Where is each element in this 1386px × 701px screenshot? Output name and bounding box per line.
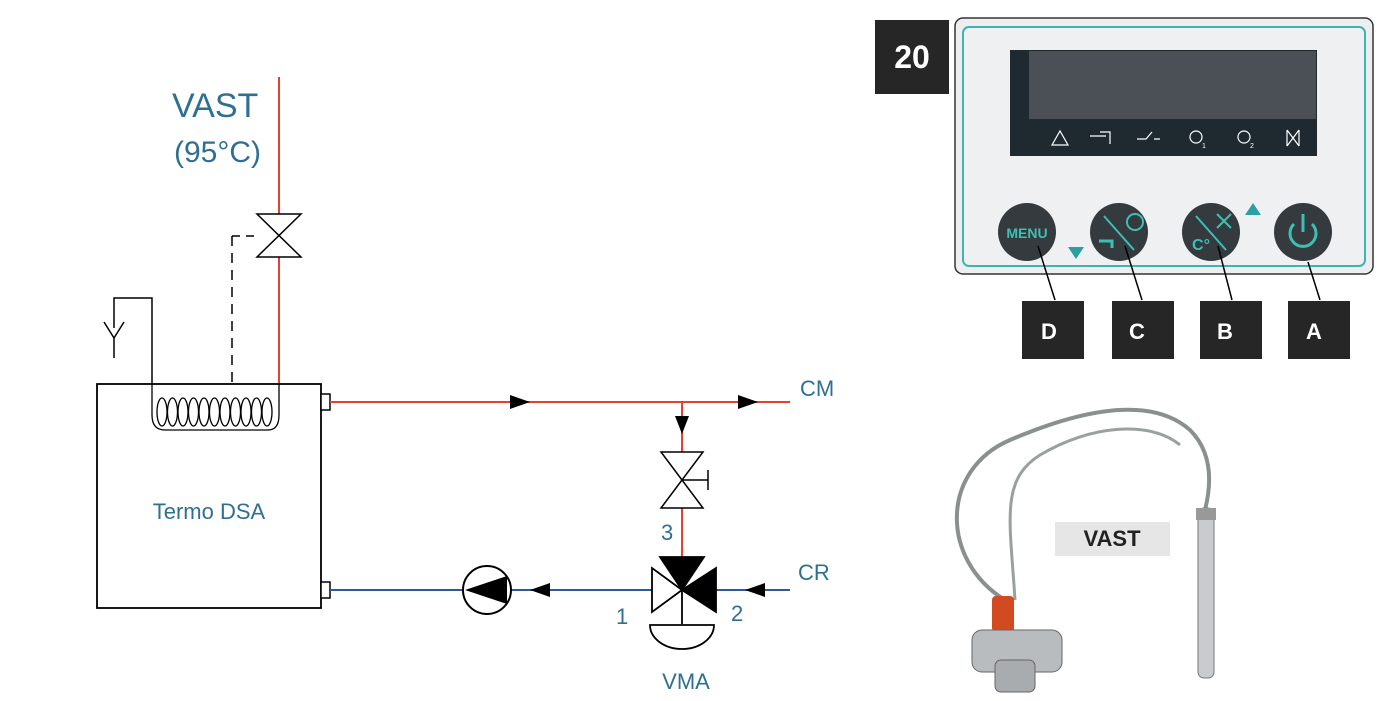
hot-water-line bbox=[330, 395, 790, 409]
heating-coil-icon bbox=[151, 384, 280, 431]
coil-loop bbox=[261, 397, 273, 427]
vast-valve-photo: VAST bbox=[954, 407, 1216, 693]
tap-icon bbox=[1099, 239, 1114, 248]
vast-photo-tag bbox=[1055, 522, 1170, 556]
pump-1-icon bbox=[1189, 130, 1203, 144]
figure-number: 20 bbox=[894, 39, 930, 75]
cr-label: CR bbox=[798, 560, 830, 585]
callout-b-label: B bbox=[1217, 319, 1233, 344]
termo-dsa-tank bbox=[96, 383, 322, 609]
vast-valve-icon bbox=[255, 213, 303, 258]
callout-a: A bbox=[1288, 301, 1350, 359]
valve-icon bbox=[1216, 213, 1232, 229]
menu-button-label: MENU bbox=[1006, 225, 1047, 241]
sensor-probe bbox=[1197, 507, 1215, 679]
pump-1-sub: 1 bbox=[1202, 143, 1206, 150]
pump-icon bbox=[462, 565, 512, 615]
callout-b: B bbox=[1200, 301, 1262, 359]
cold-water-line bbox=[330, 583, 790, 597]
tank-label: Termo DSA bbox=[153, 499, 266, 524]
vast-temp-label: (95°C) bbox=[174, 136, 261, 169]
callout-lines bbox=[1037, 245, 1321, 301]
up-arrow-icon bbox=[1245, 203, 1261, 215]
hot-outlet-port bbox=[320, 393, 331, 411]
cold-inlet-port bbox=[320, 581, 331, 599]
port-3-label: 3 bbox=[661, 520, 673, 545]
vast-label: VAST bbox=[172, 87, 258, 125]
check-valve-icon bbox=[659, 451, 709, 509]
vma-label: VMA bbox=[662, 669, 710, 694]
tap-icon bbox=[1090, 131, 1111, 144]
temp-symbol: C° bbox=[1192, 237, 1210, 254]
callout-c: C bbox=[1112, 301, 1174, 359]
power-button[interactable] bbox=[1274, 203, 1332, 261]
callout-a-label: A bbox=[1306, 319, 1322, 344]
power-icon bbox=[1288, 222, 1318, 248]
temp-valve-button[interactable]: C° bbox=[1182, 203, 1240, 261]
dhw-pump-button[interactable] bbox=[1090, 203, 1148, 261]
callout-d-label: D bbox=[1041, 319, 1057, 344]
callout-d: D bbox=[1022, 301, 1084, 359]
vast-photo-tag-label: VAST bbox=[1083, 526, 1141, 551]
down-arrow-icon bbox=[1068, 247, 1084, 259]
valve-icon bbox=[1286, 129, 1300, 147]
pump-2-sub: 2 bbox=[1250, 143, 1254, 150]
alarm-icon bbox=[1050, 129, 1070, 146]
pump-icon bbox=[1126, 213, 1144, 231]
switch-icon bbox=[1137, 131, 1160, 140]
figure-number-badge bbox=[875, 20, 949, 94]
three-way-mixing-valve-icon bbox=[649, 556, 717, 650]
port-2-label: 2 bbox=[731, 601, 743, 626]
sensor-dashed-line bbox=[231, 235, 257, 384]
cm-label: CM bbox=[800, 376, 834, 401]
callout-c-label: C bbox=[1129, 319, 1145, 344]
drain-pipe bbox=[103, 297, 153, 400]
port-1-label: 1 bbox=[616, 604, 628, 629]
pump-2-icon bbox=[1237, 130, 1251, 144]
menu-button[interactable]: MENU bbox=[998, 203, 1056, 261]
control-panel: 1 2 bbox=[954, 17, 1374, 275]
